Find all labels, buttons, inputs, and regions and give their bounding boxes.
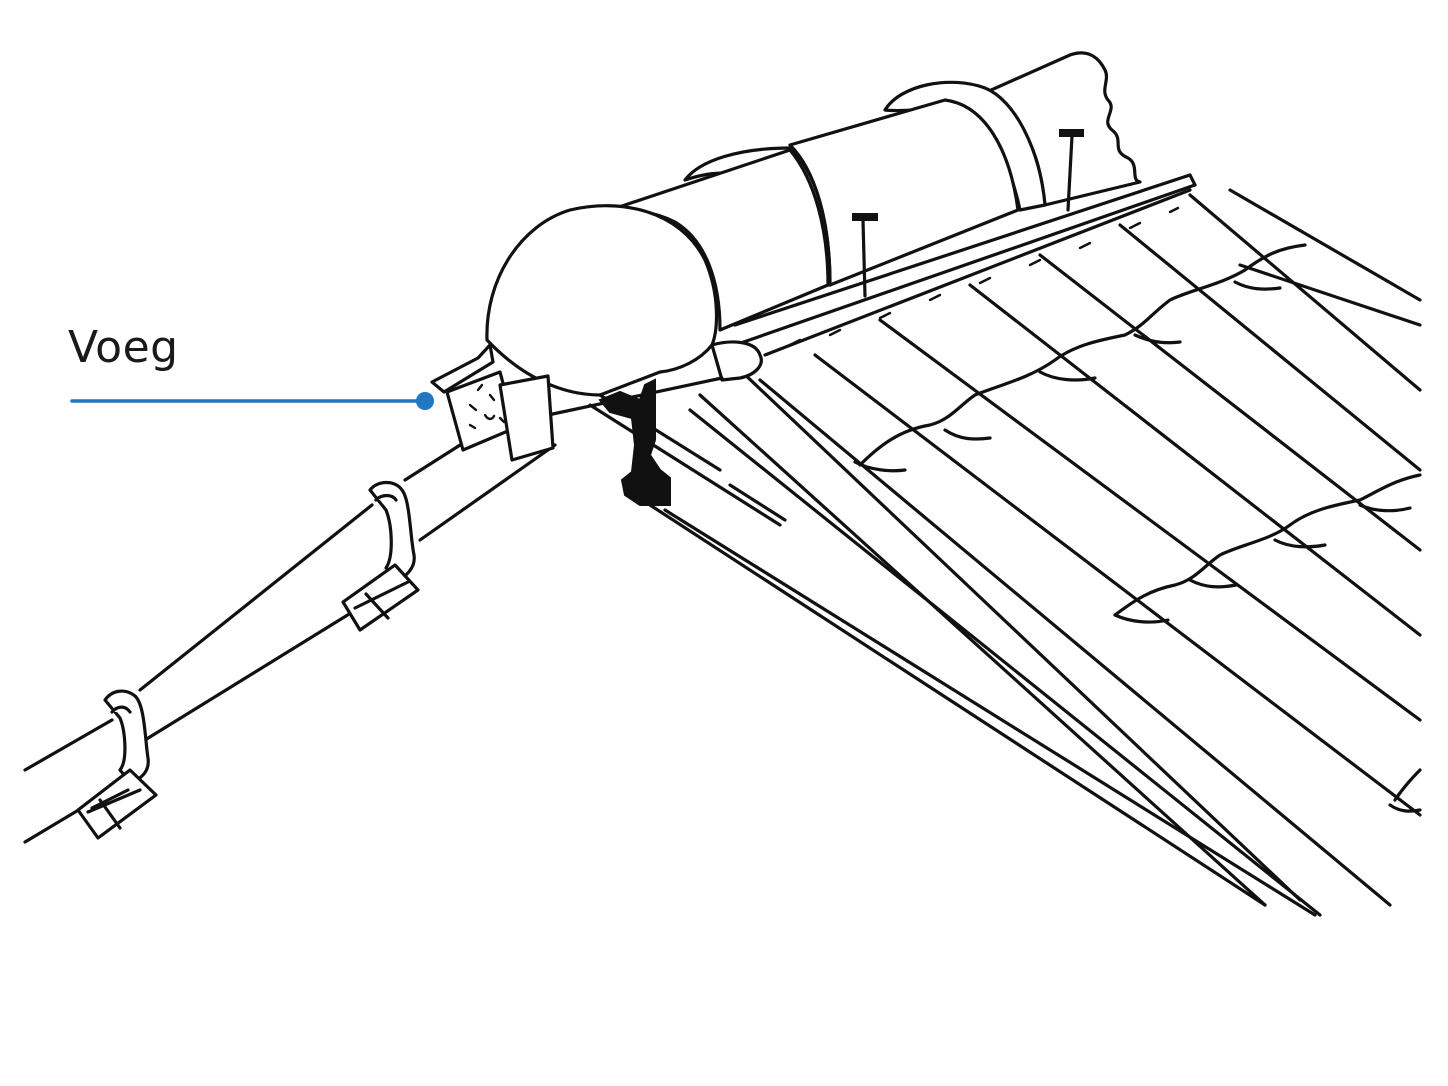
voeg-callout	[70, 392, 434, 410]
ridge-cap-tiles	[485, 51, 1142, 397]
ridge-bracket	[598, 378, 671, 506]
ridge-nails	[852, 129, 1084, 298]
hip-ridge	[23, 438, 557, 844]
mortar-joint	[430, 343, 555, 462]
voeg-leader-dot	[416, 392, 434, 410]
voeg-label: Voeg	[68, 322, 179, 373]
roof-tiles	[648, 188, 1422, 917]
ridge-batten	[733, 173, 1197, 357]
